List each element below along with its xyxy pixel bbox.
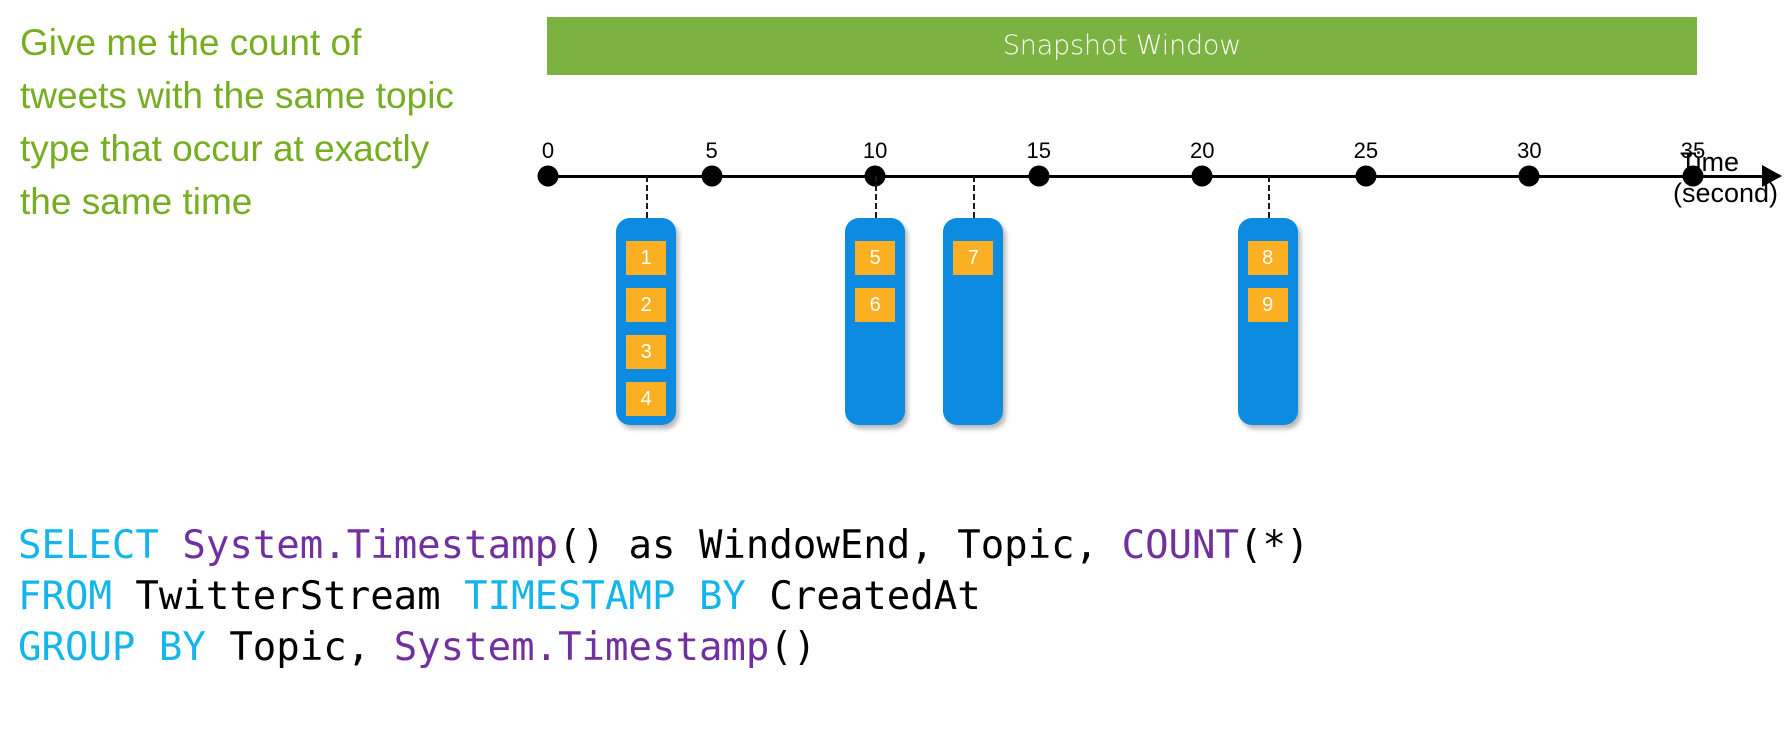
- tick-label-0: 0: [541, 138, 555, 163]
- event-tile-7[interactable]: 7: [953, 241, 994, 275]
- axis-dot-0: [537, 165, 559, 187]
- axis-dot-25: [1355, 165, 1377, 187]
- sql-token-1-1: SELECT: [18, 523, 183, 568]
- event-tile-3[interactable]: 3: [626, 335, 667, 369]
- tick-label-35: 35: [1680, 138, 1706, 163]
- event-tile-1[interactable]: 1: [626, 241, 667, 275]
- axis-dot-10: [864, 165, 886, 187]
- group-at-3[interactable]: 1 2 3 4: [616, 218, 677, 425]
- group-at-13[interactable]: 7: [943, 218, 1004, 425]
- sql-token-3-2: Topic,: [229, 625, 394, 670]
- drop-line-group-at-22: [1267, 176, 1270, 218]
- sql-line-1: SELECT System.Timestamp() as WindowEnd, …: [18, 520, 1309, 571]
- time-axis-title: Time: [1680, 147, 1739, 177]
- event-tile-2[interactable]: 2: [626, 288, 667, 322]
- sql-line-3: GROUP BY Topic, System.Timestamp(): [18, 622, 1309, 673]
- question-prompt-text: Give me the count of tweets with the sam…: [20, 22, 465, 222]
- event-tile-8[interactable]: 8: [1247, 241, 1288, 275]
- axis-dot-15: [1028, 165, 1050, 187]
- axis-dot-35: [1682, 165, 1704, 187]
- snapshot-window-bar: Snapshot Window: [547, 17, 1697, 75]
- event-tile-6[interactable]: 6: [855, 288, 896, 322]
- sql-token-3-3: System.Timestamp: [393, 625, 770, 670]
- time-axis-line: [548, 175, 1770, 178]
- drop-line-group-at-10: [875, 176, 878, 218]
- sql-token-2-1: FROM: [18, 574, 136, 619]
- tick-label-20: 20: [1190, 138, 1215, 163]
- event-tile-5[interactable]: 5: [855, 241, 896, 275]
- drop-line-group-at-3: [646, 176, 649, 218]
- drop-line-group-at-13: [973, 176, 976, 218]
- sql-token-2-4: CreatedAt: [769, 574, 981, 619]
- sql-token-3-4: (): [769, 625, 817, 670]
- sql-line-2: FROM TwitterStream TIMESTAMP BY CreatedA…: [18, 571, 1309, 622]
- snapshot-window-label: Snapshot Window: [1002, 30, 1242, 61]
- tick-label-25: 25: [1353, 138, 1379, 163]
- sql-token-1-5: (*): [1239, 523, 1310, 568]
- tick-label-30: 30: [1517, 138, 1542, 163]
- sql-token-2-2: TwitterStream: [135, 574, 465, 619]
- axis-dot-30: [1518, 165, 1540, 187]
- tick-label-10: 10: [862, 138, 888, 163]
- axis-dot-20: [1191, 165, 1213, 187]
- sql-token-1-2: System.Timestamp: [182, 523, 559, 568]
- tick-label-15: 15: [1026, 138, 1051, 163]
- event-tile-9[interactable]: 9: [1247, 288, 1288, 322]
- event-tile-4[interactable]: 4: [626, 382, 667, 416]
- time-axis-arrow-icon: [1762, 165, 1782, 187]
- sql-token-3-1: GROUP BY: [18, 625, 230, 670]
- time-axis-unit: (second): [1673, 178, 1779, 208]
- sql-token-1-3: () as WindowEnd, Topic,: [558, 523, 1122, 568]
- sql-token-1-4: COUNT: [1121, 523, 1239, 568]
- axis-dot-5: [701, 165, 723, 187]
- sql-token-2-3: TIMESTAMP BY: [464, 574, 770, 619]
- sql-query-block: SELECT System.Timestamp() as WindowEnd, …: [18, 520, 1309, 673]
- tick-label-5: 5: [705, 138, 718, 163]
